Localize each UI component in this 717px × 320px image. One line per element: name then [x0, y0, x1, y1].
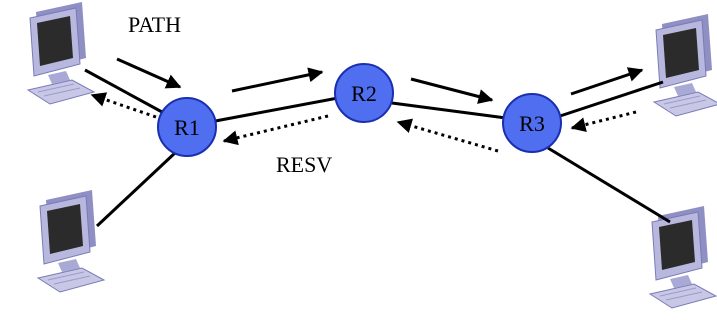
router-r2: R2 [334, 63, 394, 123]
router-label: R1 [174, 115, 200, 140]
path-arrow [116, 57, 182, 89]
link-r3-host-br [547, 146, 671, 224]
computer-icon [653, 13, 717, 117]
links [84, 68, 671, 228]
router-node [502, 93, 562, 153]
resv-arrows [90, 92, 637, 153]
resv-arrow [396, 118, 499, 153]
resv-arrow [90, 92, 157, 119]
resv-arrow [570, 110, 637, 133]
router-label: R2 [351, 81, 377, 106]
computer-icon [37, 189, 105, 293]
link-host-tl-r1 [84, 68, 163, 114]
link-r2-r3 [391, 101, 507, 120]
resv-arrow [222, 114, 329, 146]
router-node [157, 97, 217, 157]
path-arrow [570, 67, 644, 96]
path-label: PATH [128, 12, 181, 37]
host-top-left [27, 1, 95, 105]
path-arrows [116, 57, 644, 104]
computer-icon [649, 205, 717, 309]
link-r3-host-tr [553, 80, 664, 120]
host-bottom-left [37, 189, 105, 293]
computer-icon [27, 1, 95, 105]
link-host-bl-r1 [95, 150, 178, 228]
router-r3: R3 [502, 93, 562, 153]
link-r1-r2 [209, 96, 339, 124]
path-arrow [231, 67, 324, 93]
path-arrow [410, 77, 494, 104]
host-bottom-right [649, 205, 717, 309]
router-node [334, 63, 394, 123]
host-top-right [653, 13, 717, 117]
resv-label: RESV [276, 152, 332, 177]
router-label: R3 [519, 111, 545, 136]
router-r1: R1 [157, 97, 217, 157]
